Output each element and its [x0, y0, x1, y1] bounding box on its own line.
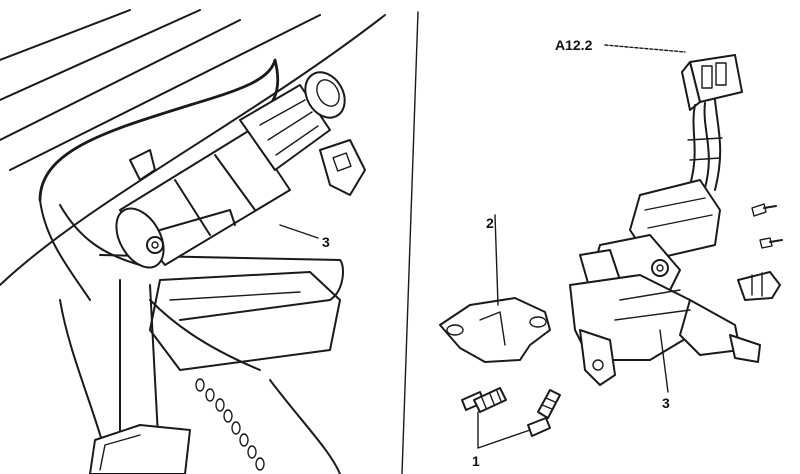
small-screws [737, 203, 783, 301]
pedal-assembly [89, 424, 191, 474]
bolt-left [461, 387, 507, 413]
bolt-right [527, 389, 561, 437]
connector-callout: A12.2 [555, 37, 686, 53]
dashboard-lines [0, 9, 386, 286]
bracket-label: 2 [486, 215, 494, 231]
connector-label: A12.2 [555, 37, 593, 53]
panel-divider [401, 11, 419, 474]
wire-harness [687, 99, 723, 191]
bolts: 1 [461, 387, 561, 469]
exploded-view: A12.2 [439, 37, 783, 469]
bracket: 2 [439, 214, 551, 363]
installed-view: 3 [0, 9, 386, 474]
connector-a12-2 [681, 54, 743, 111]
left-switch-callout: 3 [279, 224, 330, 250]
right-switch-label: 3 [662, 395, 670, 411]
right-ignition-switch [569, 179, 761, 386]
vent-slots [195, 378, 265, 471]
left-switch-label: 3 [322, 234, 330, 250]
right-switch-callout: 3 [659, 329, 670, 411]
lower-cover [149, 271, 341, 371]
bolts-label: 1 [472, 453, 480, 469]
left-ignition-switch [115, 71, 366, 269]
